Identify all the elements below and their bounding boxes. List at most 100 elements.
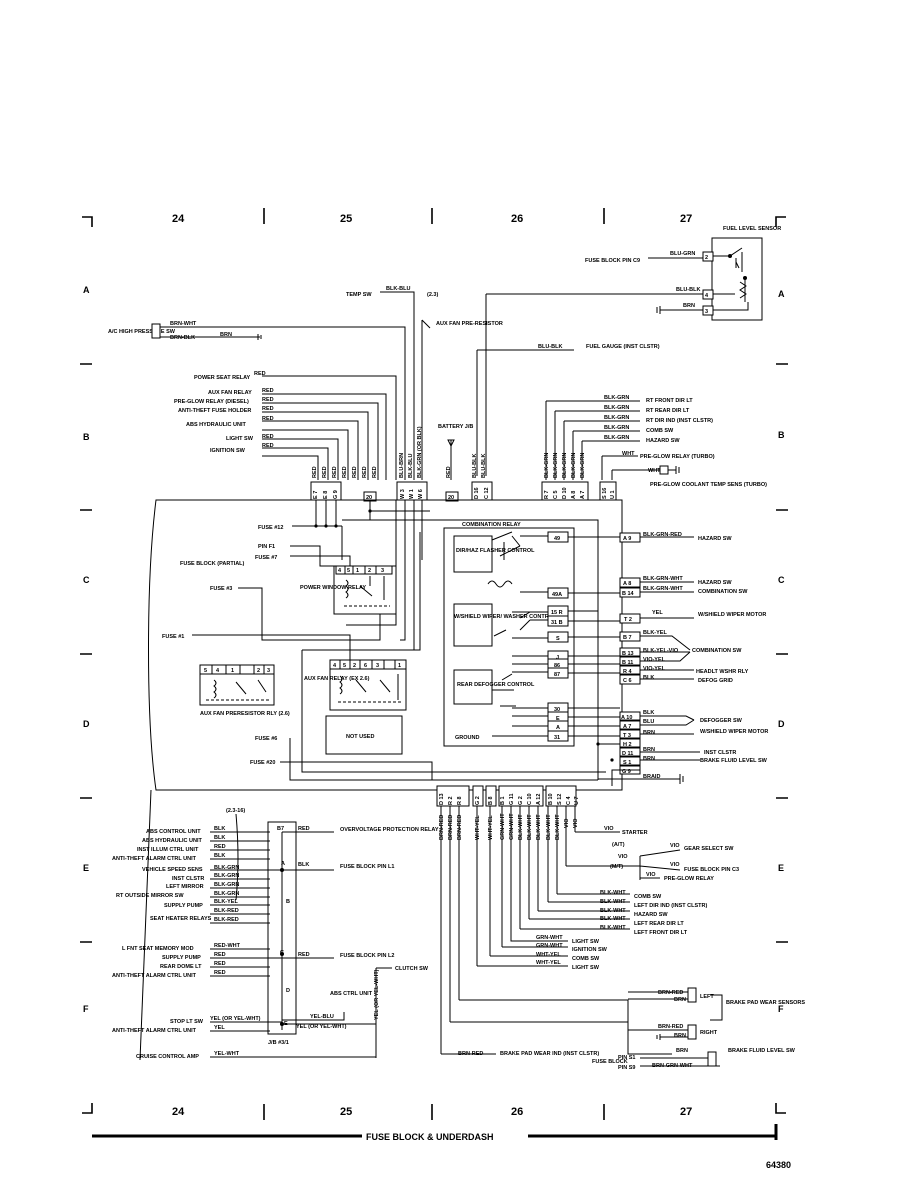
svg-text:BLK-WHT: BLK-WHT — [555, 814, 561, 840]
svg-text:BLK-RED: BLK-RED — [214, 908, 239, 914]
svg-text:BLK-GRN: BLK-GRN — [544, 453, 550, 478]
grid-col-26-bottom: 26 — [511, 1106, 523, 1118]
grid-col-27-top: 27 — [680, 213, 692, 225]
svg-text:RED: RED — [322, 466, 328, 478]
grid-rows: A A B B C C D D E E F F — [80, 285, 788, 1014]
svg-text:D 10: D 10 — [562, 487, 568, 499]
svg-text:BLK-WHT: BLK-WHT — [546, 814, 552, 840]
svg-text:FUSE BLOCK PIN C3: FUSE BLOCK PIN C3 — [684, 867, 739, 873]
svg-text:ABS CTRL UNIT: ABS CTRL UNIT — [330, 991, 373, 997]
svg-text:PIN F1: PIN F1 — [258, 544, 275, 550]
svg-text:BLK: BLK — [214, 826, 225, 832]
svg-text:T 2: T 2 — [624, 617, 632, 623]
svg-text:D: D — [286, 988, 290, 994]
aux-fan-relay: 4 5 2 6 3 1 AUX FAN RELAY (EX 2.6) — [304, 659, 407, 711]
svg-text:BRAKE PAD WEAR SENSORS: BRAKE PAD WEAR SENSORS — [726, 1000, 805, 1006]
svg-text:A 7: A 7 — [623, 724, 631, 730]
row-e-right: E — [778, 863, 784, 873]
svg-text:STARTER: STARTER — [622, 830, 648, 836]
svg-text:3: 3 — [705, 309, 708, 315]
svg-text:87: 87 — [554, 672, 560, 678]
top-connector-pins: E 7 E 8 G 9 20 W 3 W 1 W 6 20 D 16 C 12 … — [310, 481, 617, 502]
svg-text:BRN: BRN — [220, 332, 232, 338]
svg-text:BRN-RED: BRN-RED — [457, 815, 463, 840]
svg-text:3: 3 — [381, 568, 384, 574]
svg-text:FUSE #3: FUSE #3 — [210, 586, 232, 592]
top-left-components: TEMP SW BLK-BLU (2.3) A/C HIGH PRESSURE … — [108, 286, 660, 480]
svg-text:REAR DEFOGGER CONTROL: REAR DEFOGGER CONTROL — [457, 682, 535, 688]
svg-text:IGNITION SW: IGNITION SW — [572, 947, 608, 953]
svg-text:BLK-WHT: BLK-WHT — [600, 890, 626, 896]
svg-text:POWER WINDOW RELAY: POWER WINDOW RELAY — [300, 585, 366, 591]
row-d-right: D — [778, 719, 785, 729]
svg-text:R 4: R 4 — [623, 669, 633, 675]
svg-text:WHT-YEL: WHT-YEL — [536, 952, 561, 958]
svg-text:1: 1 — [231, 668, 234, 674]
svg-text:RT OUTSIDE MIRROR SW: RT OUTSIDE MIRROR SW — [116, 893, 184, 899]
row-a-right: A — [778, 289, 785, 299]
svg-text:RED: RED — [214, 970, 226, 976]
svg-text:ABS HYDRAULIC UNIT: ABS HYDRAULIC UNIT — [186, 422, 247, 428]
svg-text:U 1: U 1 — [610, 490, 616, 499]
svg-text:BRN-RED: BRN-RED — [448, 815, 454, 840]
svg-text:BLK-WHT: BLK-WHT — [527, 814, 533, 840]
svg-text:B 14: B 14 — [622, 591, 635, 597]
svg-text:YEL-BLU: YEL-BLU — [310, 1014, 334, 1020]
svg-text:BLK-GRN (OR BLK): BLK-GRN (OR BLK) — [417, 426, 423, 478]
svg-text:PIN S1: PIN S1 — [618, 1055, 635, 1061]
svg-text:PRE-GLOW RELAY (DIESEL): PRE-GLOW RELAY (DIESEL) — [174, 399, 249, 405]
svg-text:LIGHT SW: LIGHT SW — [226, 436, 254, 442]
svg-text:RED: RED — [342, 466, 348, 478]
svg-text:WHT-YEL: WHT-YEL — [475, 815, 481, 840]
svg-text:FUSE #6: FUSE #6 — [255, 736, 277, 742]
lower-right-outputs: VIO STARTER (A/T) VIO GEAR SELECT SW VIO… — [477, 826, 739, 971]
right-outputs: A 9 BLK-GRN-RED HAZARD SW A 8 BLK-GRN-WH… — [568, 532, 768, 786]
svg-text:(2.3): (2.3) — [427, 292, 438, 298]
svg-text:D 11: D 11 — [622, 751, 633, 757]
svg-text:D 16: D 16 — [474, 487, 480, 499]
svg-text:C 10: C 10 — [527, 793, 533, 805]
svg-text:15 R: 15 R — [551, 610, 563, 616]
svg-text:W 3: W 3 — [400, 489, 406, 499]
svg-text:YEL: YEL — [214, 1025, 225, 1031]
svg-text:BRAID: BRAID — [643, 774, 660, 780]
svg-text:COMB SW: COMB SW — [634, 894, 662, 900]
svg-text:BATTERY J/B: BATTERY J/B — [438, 424, 473, 430]
svg-text:VEHICLE SPEED SENS: VEHICLE SPEED SENS — [142, 867, 203, 873]
svg-text:FUSE BLOCK PIN L1: FUSE BLOCK PIN L1 — [340, 864, 394, 870]
svg-text:PRE-GLOW RELAY: PRE-GLOW RELAY — [664, 876, 714, 882]
svg-text:BLK-WHT: BLK-WHT — [536, 814, 542, 840]
svg-text:T 3: T 3 — [623, 733, 631, 739]
svg-text:VIO: VIO — [670, 843, 680, 849]
svg-text:RED: RED — [262, 406, 274, 412]
svg-text:BLK: BLK — [214, 835, 225, 841]
not-used-box: NOT USED — [325, 715, 403, 755]
fuel-level-sensor: FUEL LEVEL SENSOR 2 4 3 FUSE BLOCK PIN C… — [485, 226, 781, 476]
row-a-left: A — [83, 285, 90, 295]
svg-text:BLK: BLK — [643, 675, 654, 681]
svg-text:A 9: A 9 — [623, 536, 631, 542]
svg-text:DEFOGGER SW: DEFOGGER SW — [700, 718, 743, 724]
svg-text:RED: RED — [262, 443, 274, 449]
svg-text:ABS HYDRAULIC UNIT: ABS HYDRAULIC UNIT — [142, 838, 203, 844]
svg-text:E 8: E 8 — [323, 491, 329, 499]
svg-text:BRN: BRN — [643, 747, 655, 753]
svg-text:5: 5 — [204, 668, 207, 674]
svg-text:C 6: C 6 — [623, 678, 632, 684]
svg-text:A 8: A 8 — [571, 491, 577, 499]
svg-text:VIO-YEL: VIO-YEL — [643, 657, 666, 663]
svg-text:R 7: R 7 — [544, 490, 550, 499]
svg-text:S 1: S 1 — [623, 760, 631, 766]
svg-text:BLU-BLK: BLU-BLK — [676, 287, 700, 293]
svg-text:CRUISE CONTROL AMP: CRUISE CONTROL AMP — [136, 1054, 199, 1060]
svg-text:C 4: C 4 — [566, 796, 572, 806]
svg-text:SEAT HEATER RELAYS: SEAT HEATER RELAYS — [150, 916, 212, 922]
svg-text:S 16: S 16 — [602, 488, 608, 499]
svg-text:BLU-BRN: BLU-BRN — [399, 453, 405, 478]
svg-text:BLK-BLU: BLK-BLU — [386, 286, 410, 292]
svg-text:LEFT DIR IND (INST CLSTR): LEFT DIR IND (INST CLSTR) — [634, 903, 707, 909]
svg-text:RED: RED — [214, 844, 226, 850]
svg-text:31: 31 — [554, 735, 560, 741]
svg-text:DIR/HAZ FLASHER CONTROL: DIR/HAZ FLASHER CONTROL — [456, 548, 535, 554]
svg-text:BLK-GRN-WHT: BLK-GRN-WHT — [643, 576, 683, 582]
